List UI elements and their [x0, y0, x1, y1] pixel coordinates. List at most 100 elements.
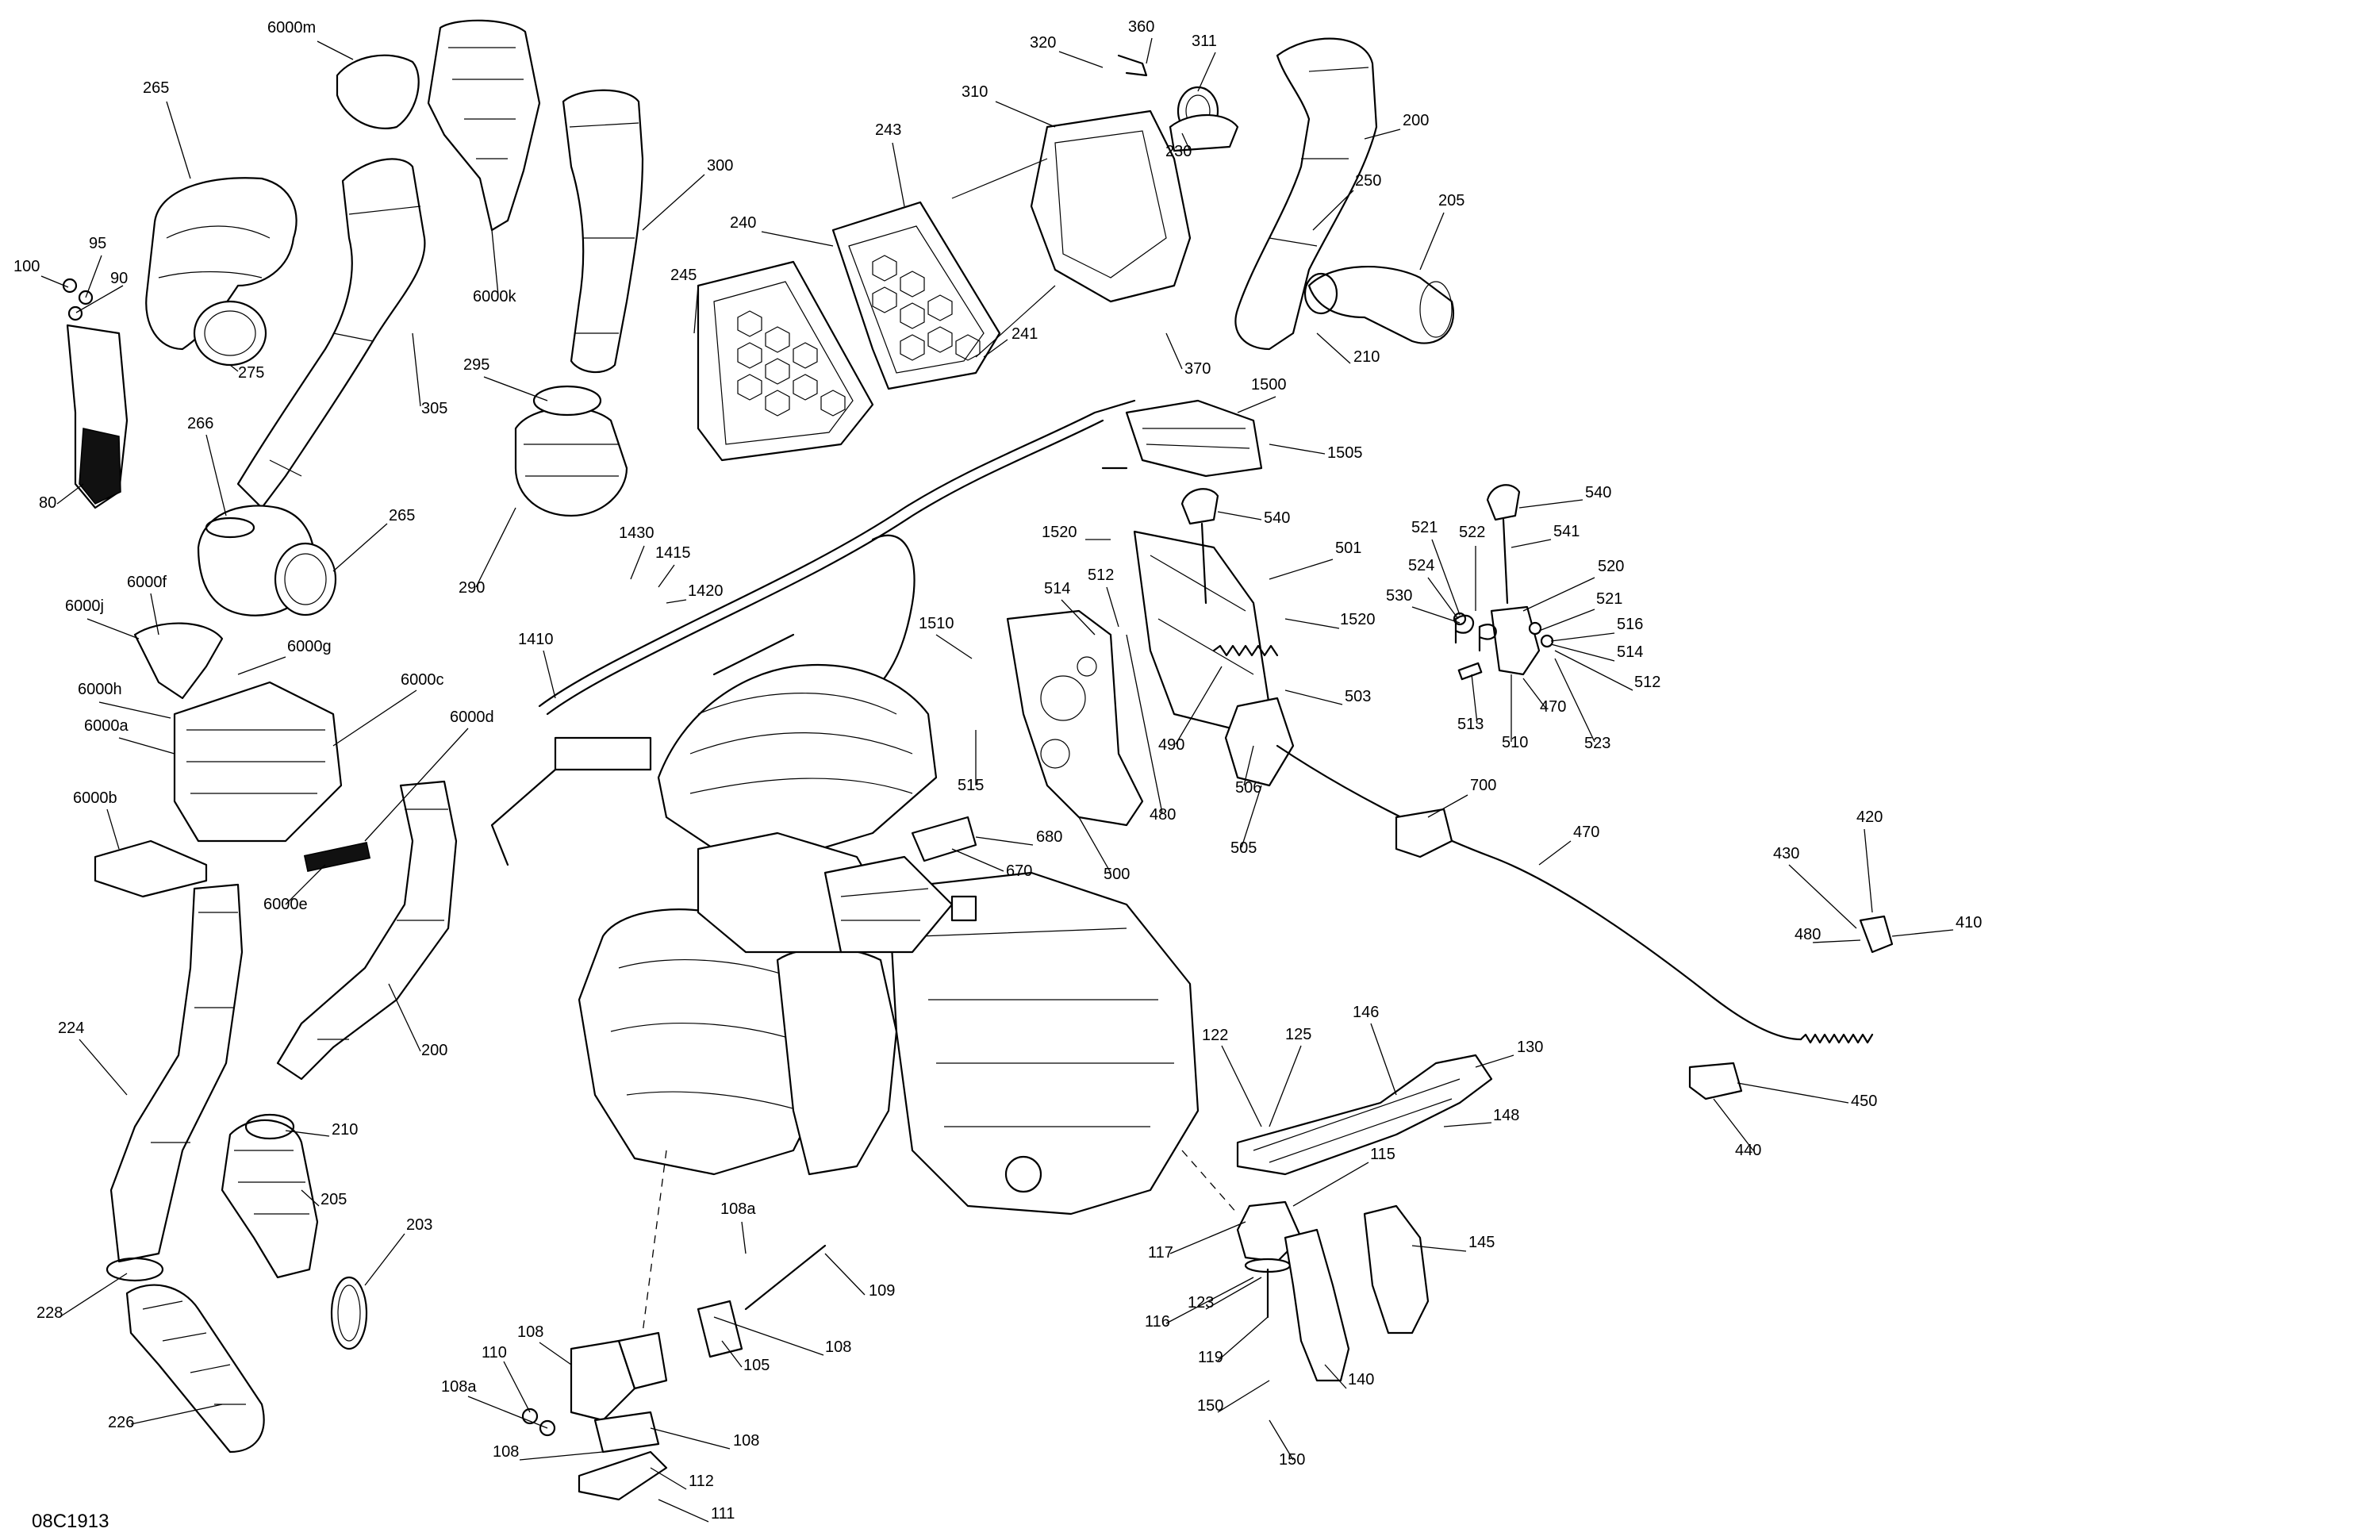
callout-311: 311 — [1192, 33, 1217, 50]
callout-109: 109 — [869, 1282, 895, 1300]
callout-523: 523 — [1584, 735, 1610, 752]
callout-200b: 200 — [421, 1042, 447, 1059]
callout-266: 266 — [187, 415, 213, 432]
part-clamp-203 — [330, 1276, 368, 1350]
callout-440: 440 — [1735, 1142, 1761, 1159]
leader-lines — [40, 37, 1954, 1523]
part-ring-295 — [532, 385, 602, 417]
callout-500: 500 — [1104, 866, 1130, 883]
callout-6000a: 6000a — [84, 717, 129, 735]
part-airbox-310 — [1030, 109, 1192, 303]
callout-250: 250 — [1355, 172, 1381, 190]
callout-6000j: 6000j — [65, 597, 104, 615]
part-bushing-105 — [697, 1300, 743, 1358]
part-tube-200b — [276, 780, 458, 1081]
part-throttle-290 — [514, 406, 628, 517]
part-knob-540b — [1486, 484, 1521, 521]
part-hose-205b — [221, 1119, 319, 1279]
callout-541: 541 — [1553, 523, 1580, 540]
callout-125: 125 — [1285, 1026, 1311, 1043]
part-clamp-230 — [1169, 114, 1239, 152]
callout-265b: 265 — [389, 507, 415, 524]
callout-205b: 205 — [321, 1191, 347, 1208]
callout-210b: 210 — [332, 1121, 358, 1139]
callout-6000e: 6000e — [263, 896, 308, 913]
callout-226: 226 — [108, 1414, 134, 1431]
part-knob-540a — [1180, 488, 1219, 525]
callout-241: 241 — [1012, 325, 1038, 343]
callout-670: 670 — [1006, 862, 1032, 880]
callout-530: 530 — [1386, 587, 1412, 605]
callout-506: 506 — [1235, 779, 1261, 797]
callout-521a: 521 — [1411, 519, 1438, 536]
callout-1410: 1410 — [518, 631, 554, 648]
callout-512b: 512 — [1634, 674, 1660, 691]
callout-515: 515 — [958, 777, 984, 794]
callout-1520a: 1520 — [1042, 524, 1077, 541]
callout-146: 146 — [1353, 1004, 1379, 1021]
part-clamp-210b — [244, 1113, 295, 1140]
callout-524: 524 — [1408, 557, 1434, 574]
callout-516: 516 — [1617, 616, 1643, 633]
callout-470b: 470 — [1573, 824, 1599, 841]
callout-320: 320 — [1030, 34, 1056, 52]
callout-100: 100 — [13, 258, 40, 275]
callout-510: 510 — [1502, 734, 1528, 751]
callout-505: 505 — [1230, 839, 1257, 857]
callout-245: 245 — [670, 267, 697, 284]
part-bracket-140 — [1284, 1228, 1350, 1382]
part-clamp-210a — [1303, 272, 1338, 315]
part-cover-1500 — [1125, 399, 1263, 478]
callout-265a: 265 — [143, 79, 169, 97]
part-bracket-112 — [578, 1450, 668, 1501]
part-tube-305 — [236, 158, 426, 509]
callout-108-1: 108 — [517, 1323, 543, 1341]
callout-514a: 514 — [1044, 580, 1070, 597]
callout-430: 430 — [1773, 845, 1799, 862]
callout-145: 145 — [1468, 1234, 1495, 1251]
callout-370: 370 — [1184, 360, 1211, 378]
callout-521b: 521 — [1596, 590, 1622, 608]
callout-1420: 1420 — [688, 582, 724, 600]
callout-6000g: 6000g — [287, 638, 332, 655]
callout-108a-2: 108a — [441, 1378, 477, 1396]
callout-240: 240 — [730, 214, 756, 232]
callout-513: 513 — [1457, 716, 1484, 733]
handwritten-mark — [1454, 614, 1497, 652]
callout-228: 228 — [36, 1304, 63, 1322]
callout-450: 450 — [1851, 1093, 1877, 1110]
part-drawings — [62, 19, 1894, 1501]
callout-290: 290 — [459, 579, 485, 597]
callout-6000m: 6000m — [267, 19, 316, 36]
callout-1415: 1415 — [655, 544, 691, 562]
callout-1510: 1510 — [919, 615, 954, 632]
part-bracket-440 — [1688, 1062, 1743, 1100]
callout-512a: 512 — [1088, 566, 1114, 584]
callout-520: 520 — [1598, 558, 1624, 575]
callout-115: 115 — [1370, 1146, 1395, 1163]
callout-503: 503 — [1345, 688, 1371, 705]
part-duct-6000k — [427, 19, 541, 232]
callout-140: 140 — [1348, 1371, 1374, 1388]
part-bracket-145 — [1363, 1204, 1430, 1335]
part-clamp-228 — [106, 1257, 164, 1282]
part-engine-assembly — [578, 663, 1200, 1215]
callout-360: 360 — [1128, 18, 1154, 36]
part-cap-6000m — [336, 54, 420, 129]
part-clip-360 — [1117, 54, 1148, 77]
callout-224: 224 — [58, 1020, 84, 1037]
callout-680: 680 — [1036, 828, 1062, 846]
callout-116: 116 — [1145, 1313, 1170, 1331]
callout-6000k: 6000k — [473, 288, 516, 305]
part-filter-240 — [697, 260, 874, 462]
callout-470a: 470 — [1540, 698, 1566, 716]
callout-80: 80 — [39, 494, 56, 512]
callout-6000f: 6000f — [127, 574, 167, 591]
callout-203: 203 — [406, 1216, 432, 1234]
callout-122: 122 — [1202, 1027, 1228, 1044]
callout-200a: 200 — [1403, 112, 1429, 129]
part-spring-cable — [1799, 1033, 1874, 1044]
callout-501: 501 — [1335, 540, 1361, 557]
